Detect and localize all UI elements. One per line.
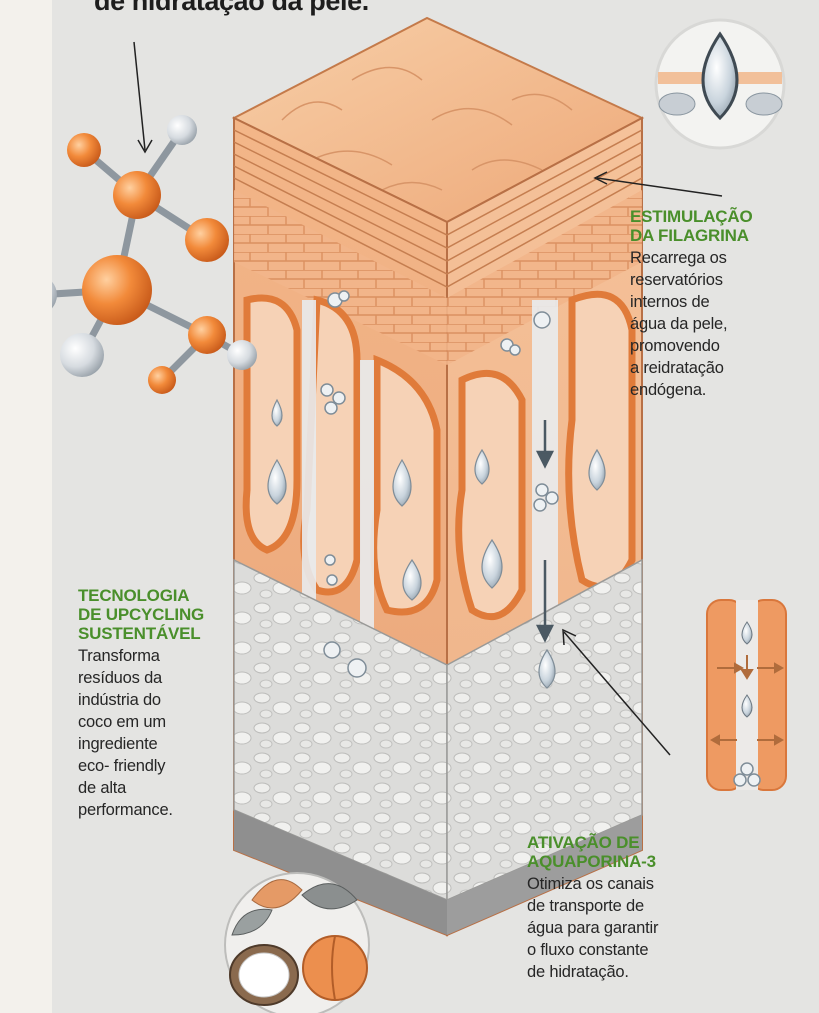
callout-aquaporina-body: Otimiza os canais de transporte de água … — [527, 875, 659, 981]
callout-upcycling-body: Transforma resíduos da indústria do coco… — [78, 647, 173, 819]
callout-upcycling-heading: TECNOLOGIA DE UPCYCLING SUSTENTÁVEL — [78, 586, 205, 643]
callout-aquaporina: ATIVAÇÃO DE AQUAPORINA-3 Otimiza os cana… — [527, 833, 727, 983]
coconut-peach-icon — [224, 872, 370, 1013]
skin-block-diagram — [52, 16, 787, 1013]
water-drop-icon — [654, 18, 786, 150]
callout-filagrina-heading: ESTIMULAÇÃO DA FILAGRINA — [630, 207, 753, 245]
callout-filagrina-body: Recarrega os reservatórios internos de á… — [630, 249, 728, 399]
callout-aquaporina-heading: ATIVAÇÃO DE AQUAPORINA-3 — [527, 833, 656, 871]
aquaporin-channel-icon — [706, 599, 787, 791]
callout-filagrina: ESTIMULAÇÃO DA FILAGRINA Recarrega os re… — [630, 207, 815, 401]
title-fragment: de hidratação da pele. — [94, 0, 369, 16]
callout-upcycling: TECNOLOGIA DE UPCYCLING SUSTENTÁVEL Tran… — [78, 586, 228, 821]
infographic: de hidratação da pele. — [52, 0, 819, 1013]
